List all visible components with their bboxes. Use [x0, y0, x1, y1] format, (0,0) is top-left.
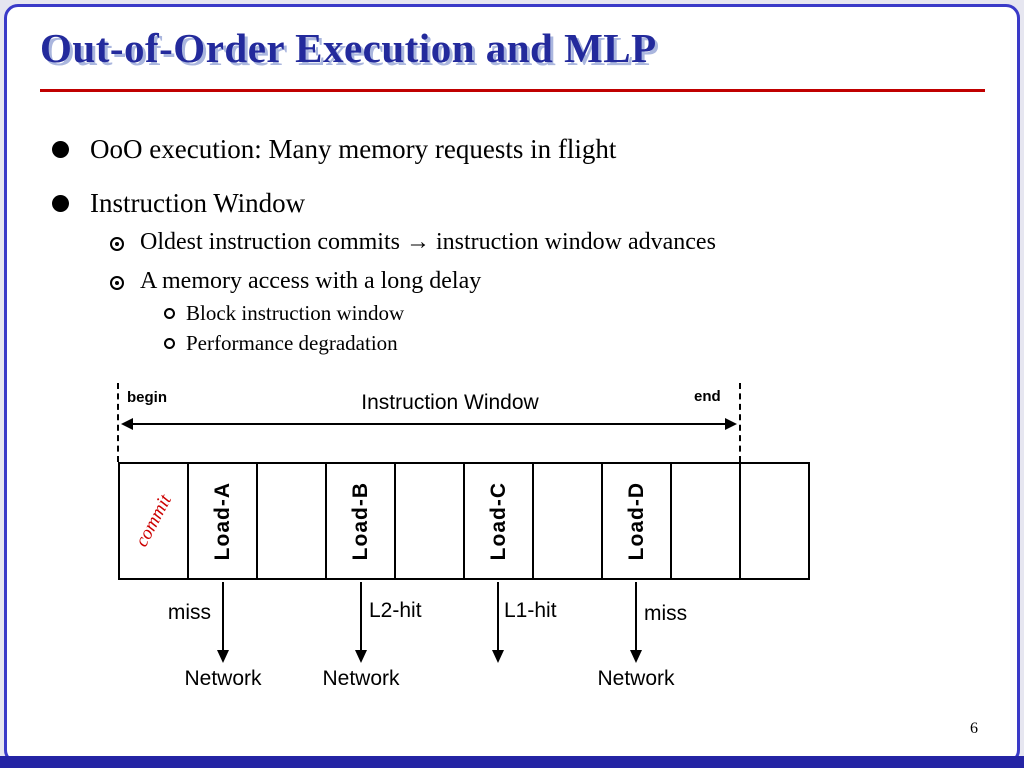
- bottom-bar: [0, 756, 1024, 768]
- cell-empty: [672, 464, 741, 578]
- end-label: end: [694, 388, 721, 405]
- cell-empty: [258, 464, 327, 578]
- result-label: miss: [644, 602, 688, 625]
- cell-load-d: Load-D: [603, 464, 672, 578]
- sub-bullet-icon: [110, 237, 124, 251]
- down-arrow-load-a: [217, 582, 229, 663]
- cell-load-a: Load-A: [189, 464, 258, 578]
- title-divider: [40, 89, 985, 92]
- commit-label: commit: [130, 491, 176, 551]
- instruction-window-boxes: commit Load-A Load-B Load-C Load-D: [118, 462, 810, 580]
- load-label: Load-B: [348, 481, 372, 561]
- subsub-bullet-icon: [164, 338, 175, 349]
- sub-bullet-text: Oldest instruction commits → instruction…: [140, 229, 716, 255]
- cell-empty: [741, 464, 808, 578]
- page-number: 6: [970, 720, 978, 737]
- down-arrow-load-b: [355, 582, 367, 663]
- network-label: Network: [597, 667, 675, 690]
- load-label: Load-D: [624, 481, 648, 561]
- down-arrow-load-d: [630, 582, 642, 663]
- bullet-text: Instruction Window: [90, 188, 306, 218]
- instruction-window-label: Instruction Window: [361, 391, 539, 414]
- load-label: Load-C: [486, 481, 510, 561]
- window-span-arrow: [121, 418, 737, 430]
- subsub-bullet-text: Block instruction window: [186, 301, 405, 325]
- cell-load-c: Load-C: [465, 464, 534, 578]
- network-label: Network: [184, 667, 262, 690]
- network-label: Network: [322, 667, 400, 690]
- bullet-text: OoO execution: Many memory requests in f…: [90, 134, 617, 164]
- bullet-icon: [52, 141, 69, 158]
- cell-load-b: Load-B: [327, 464, 396, 578]
- cell-commit: commit: [120, 464, 189, 578]
- begin-dashed-line: [117, 383, 119, 462]
- subsub-bullet-icon: [164, 308, 175, 319]
- result-label: miss: [167, 601, 211, 624]
- page-title: Out-of-Order Execution and MLP: [40, 25, 657, 71]
- load-label: Load-A: [210, 481, 234, 561]
- end-dashed-line: [739, 383, 741, 462]
- subsub-bullet-text: Performance degradation: [186, 331, 398, 355]
- bullet-icon: [52, 195, 69, 212]
- sub-bullet-text: A memory access with a long delay: [140, 268, 482, 294]
- result-label: L1-hit: [504, 599, 557, 622]
- begin-label: begin: [127, 389, 167, 406]
- arrow-line: [129, 423, 729, 425]
- down-arrow-load-c: [492, 582, 504, 663]
- cell-empty: [396, 464, 465, 578]
- slide-background: [4, 4, 1020, 764]
- result-label: L2-hit: [369, 599, 422, 622]
- sub-bullet-icon: [110, 276, 124, 290]
- cell-empty: [534, 464, 603, 578]
